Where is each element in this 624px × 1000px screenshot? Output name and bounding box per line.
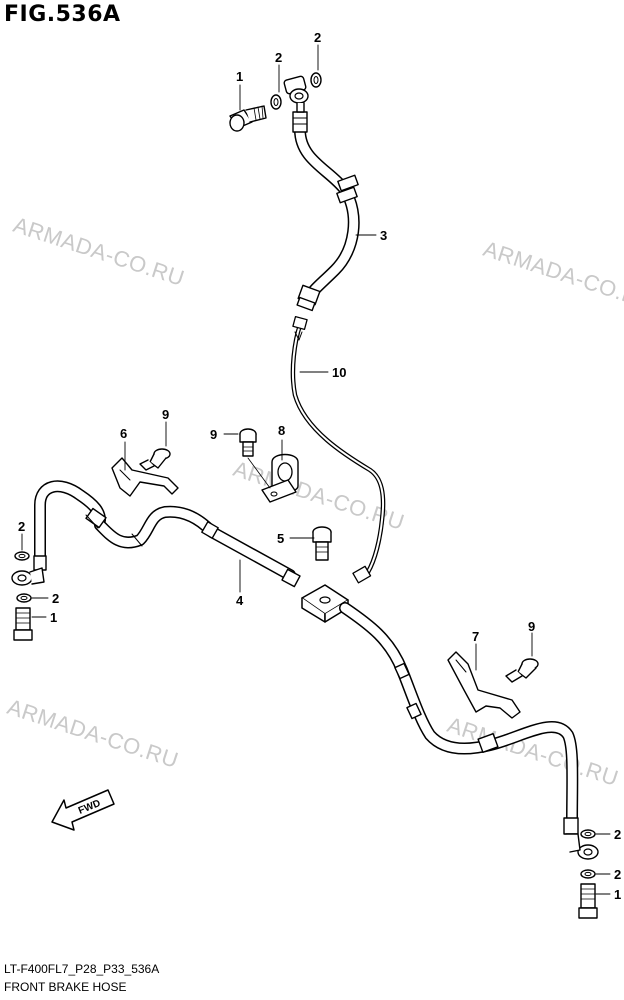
callout-1-top: 1 xyxy=(236,69,244,84)
callout-2-right-a: 2 xyxy=(614,827,622,842)
callout-10: 10 xyxy=(332,365,347,380)
left-banjo-fitting xyxy=(11,555,47,586)
callout-2-top-a: 2 xyxy=(275,50,283,65)
callout-2-left-a: 2 xyxy=(18,519,26,534)
callout-2-top-b: 2 xyxy=(314,30,322,45)
callout-1-left: 1 xyxy=(50,610,58,625)
bracket-bolt-right xyxy=(505,658,539,683)
banjo-bolt-right xyxy=(578,883,598,919)
callout-9-right: 9 xyxy=(528,619,536,634)
right-banjo-fitting xyxy=(565,833,599,860)
callout-5: 5 xyxy=(277,531,285,546)
washer-left-b xyxy=(16,593,32,603)
bracket-left xyxy=(111,457,179,497)
diagram-code: LT-F400FL7_P28_P33_536A xyxy=(4,962,160,976)
brake-pipe xyxy=(290,315,386,584)
washer-right-a xyxy=(580,829,596,839)
callout-4: 4 xyxy=(236,593,244,608)
callout-1-right: 1 xyxy=(614,887,622,902)
washer-left-a xyxy=(14,551,30,561)
callout-9-left: 9 xyxy=(162,407,170,422)
callout-7: 7 xyxy=(472,629,480,644)
callout-3: 3 xyxy=(380,228,388,243)
right-brake-hose xyxy=(339,602,579,835)
fwd-arrow xyxy=(51,789,115,831)
upper-banjo-fitting xyxy=(283,75,309,113)
callout-8: 8 xyxy=(278,423,286,438)
banjo-bolt-top xyxy=(229,105,267,132)
washer-right-b xyxy=(580,869,596,879)
banjo-bolt-left xyxy=(13,607,33,641)
callout-2-left-b: 2 xyxy=(52,591,60,606)
clamp-bolt xyxy=(239,428,271,489)
washer-top-b xyxy=(310,72,322,88)
lower-brake-hose xyxy=(34,480,301,588)
figure-title: FIG.536A xyxy=(4,2,121,27)
hose-clamp xyxy=(261,453,299,503)
junction-bolt xyxy=(312,526,332,561)
bracket-right xyxy=(447,651,521,719)
washer-top-a xyxy=(270,94,282,110)
diagram-name: FRONT BRAKE HOSE xyxy=(4,980,127,994)
callout-9-mid: 9 xyxy=(210,427,218,442)
callout-6: 6 xyxy=(120,426,128,441)
bracket-bolt-left xyxy=(139,448,171,471)
upper-brake-hose xyxy=(292,111,360,312)
leader-lines xyxy=(21,44,611,895)
callout-2-right-b: 2 xyxy=(614,867,622,882)
